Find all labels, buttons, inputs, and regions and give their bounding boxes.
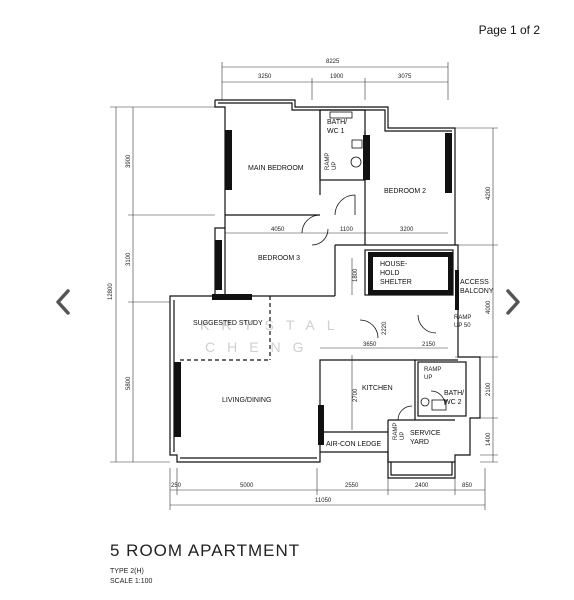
fixtures: [329, 111, 447, 411]
next-page-button[interactable]: [498, 287, 528, 317]
structural-walls: [174, 130, 459, 445]
dim-top-total: 8225: [326, 59, 340, 65]
watermark-line1: KRYSTAL: [200, 317, 347, 333]
label-bedroom2: BEDROOM 2: [384, 188, 426, 195]
dim-2150: 2150: [422, 342, 436, 348]
label-main-bedroom: MAIN BEDROOM: [248, 165, 304, 172]
dim-bottom-c: 2550: [345, 483, 359, 489]
dim-right-b: 4000: [486, 300, 492, 314]
dim-left-b: 3100: [126, 252, 132, 266]
dim-bottom-total: 11050: [315, 498, 332, 504]
label-service1: SERVICE: [410, 430, 441, 437]
dim-right-a: 4200: [486, 186, 492, 200]
label-ramp-bath2: RAMP: [424, 367, 441, 373]
dim-left-total: 12800: [108, 283, 114, 300]
dim-bottom-d: 2400: [415, 483, 429, 489]
chevron-left-icon: [56, 289, 70, 315]
dim-bottom-e: 850: [462, 483, 473, 489]
dim-2220: 2220: [382, 321, 388, 335]
dim-4050: 4050: [271, 227, 285, 233]
label-access1: ACCESS: [460, 279, 489, 286]
label-ramp-balcony: RAMP: [454, 315, 471, 321]
label-study: SUGGESTED STUDY: [193, 320, 263, 327]
label-up50-balcony: UP 50: [454, 323, 471, 329]
dimension-lines: [110, 62, 498, 510]
dim-1100: 1100: [340, 227, 354, 233]
label-up-yard: UP: [400, 432, 406, 440]
dim-1800: 1800: [353, 268, 359, 282]
dim-right-c: 2100: [486, 382, 492, 396]
label-aircon: AIR-CON LEDGE: [326, 441, 382, 448]
label-bath1: BATH/: [327, 119, 347, 126]
dim-left-a: 3900: [126, 154, 132, 168]
label-bath1b: WC 1: [327, 128, 345, 135]
dim-right-d: 1400: [486, 432, 492, 446]
plan-scale: SCALE 1:100: [110, 578, 153, 585]
plan-type: TYPE 2(H): [110, 568, 144, 575]
label-service2: YARD: [410, 439, 429, 446]
label-ramp-yard: RAMP: [393, 423, 399, 440]
dim-2700: 2700: [353, 388, 359, 402]
label-shelter2: HOLD: [380, 270, 399, 277]
dim-top-c: 3075: [398, 74, 412, 80]
label-bath2b: WC 2: [444, 399, 462, 406]
doors: [301, 194, 446, 421]
label-access2: BALCONY: [460, 288, 494, 295]
label-shelter1: HOUSE-: [380, 261, 408, 268]
label-up-bath1: UP: [332, 162, 338, 170]
chevron-right-icon: [506, 289, 520, 315]
label-bath2: BATH/: [444, 390, 464, 397]
label-bedroom3: BEDROOM 3: [258, 255, 300, 262]
dim-3650: 3650: [363, 342, 377, 348]
watermark-line2: CHENG: [205, 339, 316, 355]
page-indicator: Page 1 of 2: [478, 23, 540, 37]
label-ramp-bath1: RAMP: [325, 153, 331, 170]
label-kitchen: KITCHEN: [362, 385, 393, 392]
label-up-bath2: UP: [424, 375, 432, 381]
floor-plan: KRYSTAL CHENG: [108, 59, 498, 510]
dim-3200: 3200: [400, 227, 414, 233]
label-shelter3: SHELTER: [380, 279, 412, 286]
dim-bottom-a: 250: [171, 483, 182, 489]
plan-title: 5 ROOM APARTMENT: [110, 541, 301, 560]
dim-bottom-b: 5000: [240, 483, 254, 489]
label-living: LIVING/DINING: [222, 397, 271, 404]
dim-top-b: 1900: [330, 74, 344, 80]
dim-left-c: 5800: [126, 376, 132, 390]
previous-page-button[interactable]: [48, 287, 78, 317]
dim-top-a: 3250: [258, 74, 272, 80]
